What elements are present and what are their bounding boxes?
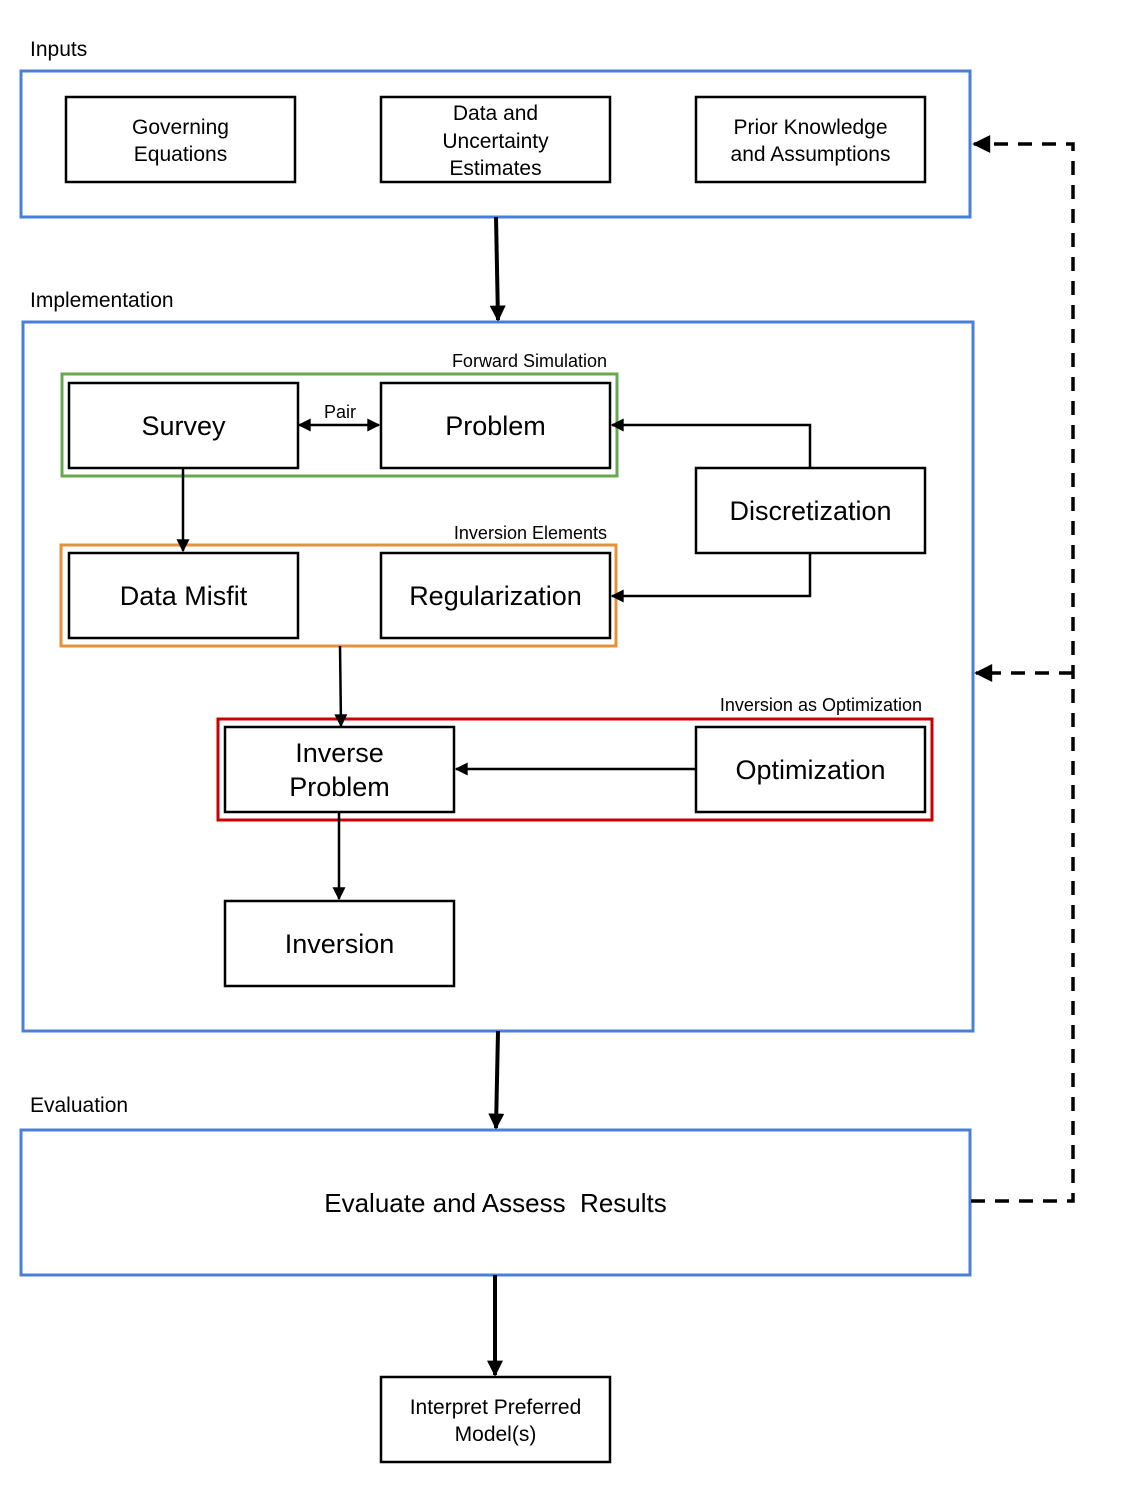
discretization-to-problem-edge	[610, 418, 812, 468]
problem-node: Problem	[379, 381, 612, 470]
prior-knowledge-line-2: and Assumptions	[731, 143, 891, 166]
prior-knowledge-node: Prior Knowledge and Assumptions	[694, 95, 927, 184]
evaluation-section-label: Evaluation	[30, 1094, 128, 1117]
survey-label: Survey	[141, 411, 226, 441]
inputs-to-implementation-arrow	[489, 216, 506, 322]
inversion-elements-label: Inversion Elements	[454, 523, 607, 543]
implementation-to-evaluation-arrow	[488, 1030, 505, 1130]
survey-node: Survey	[67, 381, 300, 470]
inversion-label: Inversion	[285, 929, 395, 959]
optimization-node: Optimization	[694, 725, 927, 814]
inverse-problem-line-2: Problem	[289, 772, 390, 802]
data-misfit-label: Data Misfit	[120, 581, 248, 611]
governing-equations-node: Governing Equations	[64, 95, 297, 184]
regularization-label: Regularization	[409, 581, 582, 611]
data-uncertainty-node: Data and Uncertainty Estimates	[379, 95, 612, 184]
governing-equations-line-2: Equations	[134, 143, 227, 166]
discretization-to-regularization-edge	[610, 553, 812, 603]
forward-simulation-label: Forward Simulation	[452, 351, 607, 371]
data-uncertainty-line-1: Data and	[453, 102, 538, 125]
data-misfit-node: Data Misfit	[67, 551, 300, 640]
optimization-label: Optimization	[735, 755, 885, 785]
implementation-section-label: Implementation	[30, 289, 174, 312]
inversion-as-optimization-frame	[216, 717, 934, 822]
inputs-section-label: Inputs	[30, 38, 87, 61]
data-uncertainty-line-2: Uncertainty	[442, 130, 549, 153]
inputs-container	[19, 69, 972, 219]
prior-knowledge-line-1: Prior Knowledge	[733, 116, 887, 139]
inversion-as-optimization-label: Inversion as Optimization	[720, 695, 922, 715]
evaluate-results-label: Evaluate and Assess Results	[324, 1188, 667, 1218]
problem-label: Problem	[445, 411, 546, 441]
inverse-problem-node: Inverse Problem	[223, 725, 456, 814]
inversion-node: Inversion	[223, 899, 456, 988]
pair-edge-label: Pair	[324, 402, 356, 422]
inverse-problem-line-1: Inverse	[295, 738, 384, 768]
interpret-line-2: Model(s)	[455, 1423, 537, 1446]
governing-equations-line-1: Governing	[132, 116, 229, 139]
interpret-node: Interpret Preferred Model(s)	[379, 1375, 612, 1464]
data-uncertainty-line-3: Estimates	[449, 157, 541, 180]
inversion-elements-to-inverse-problem-edge	[334, 645, 348, 728]
interpret-line-1: Interpret Preferred	[410, 1396, 582, 1419]
discretization-node: Discretization	[694, 466, 927, 555]
discretization-label: Discretization	[729, 496, 891, 526]
regularization-node: Regularization	[379, 551, 612, 640]
